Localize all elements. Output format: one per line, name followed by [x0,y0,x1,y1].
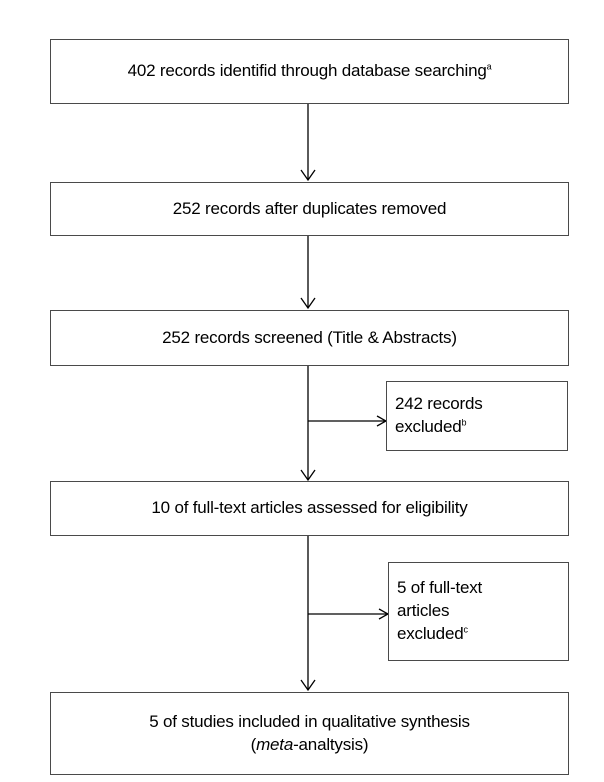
arrow-3-head [300,469,316,482]
screened-box: 252 records screened (Title & Abstracts) [50,310,569,366]
after-duplicates-text: 252 records after duplicates removed [172,198,447,218]
fulltext-excluded-text: 5 of full-text articles excludedc [397,578,483,643]
identified-text: 402 records identifid through database s… [127,61,492,81]
arrow-4-head [300,679,316,692]
included-box: 5 of studies included in qualitative syn… [50,692,569,775]
arrow-2-head [300,297,316,310]
fulltext-text: 10 of full-text articles assessed for el… [151,498,468,518]
screened-text: 252 records screened (Title & Abstracts) [162,327,457,347]
after-duplicates-box: 252 records after duplicates removed [50,182,569,236]
included-text: 5 of studies included in qualitative syn… [149,711,470,754]
screen-excluded-box: 242 records excludedb [386,381,568,451]
fulltext-excluded-box: 5 of full-text articles excludedc [388,562,569,661]
screen-excluded-text: 242 records excludedb [395,394,483,436]
fulltext-box: 10 of full-text articles assessed for el… [50,481,569,536]
arrow-1-head [300,169,316,182]
identified-box: 402 records identifid through database s… [50,39,569,104]
